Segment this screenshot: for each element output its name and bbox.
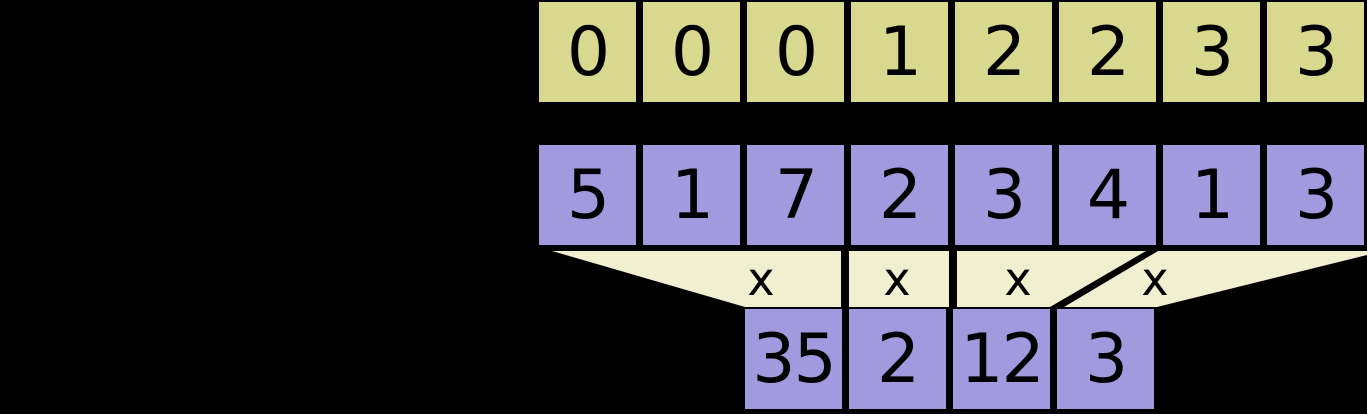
value-cell: 7 bbox=[747, 145, 844, 245]
value-cell: 5 bbox=[539, 145, 636, 245]
value-cell: 3 bbox=[1267, 145, 1364, 245]
keys-row: 0 0 0 1 2 2 3 3 bbox=[539, 2, 1364, 102]
output-cell: 12 bbox=[953, 309, 1050, 409]
value-cell: 1 bbox=[643, 145, 740, 245]
output-row: 35 2 12 3 bbox=[745, 309, 1154, 409]
funnel-segment-4 bbox=[1064, 251, 1367, 307]
key-cell: 3 bbox=[1267, 2, 1364, 102]
key-cell: 3 bbox=[1163, 2, 1260, 102]
output-cell: 3 bbox=[1057, 309, 1154, 409]
multiply-operator: x bbox=[1004, 252, 1032, 306]
funnel-segment-3 bbox=[957, 251, 1146, 307]
multiply-operator: x bbox=[1141, 252, 1169, 306]
value-cell: 1 bbox=[1163, 145, 1260, 245]
value-cell: 4 bbox=[1059, 145, 1156, 245]
multiply-operator: x bbox=[747, 252, 775, 306]
funnel-segment-1 bbox=[552, 251, 841, 307]
value-cell: 2 bbox=[851, 145, 948, 245]
multiply-operator: x bbox=[883, 252, 911, 306]
values-row: 5 1 7 2 3 4 1 3 bbox=[539, 145, 1364, 245]
key-cell: 0 bbox=[539, 2, 636, 102]
key-cell: 1 bbox=[851, 2, 948, 102]
output-cell: 2 bbox=[849, 309, 946, 409]
output-cell: 35 bbox=[745, 309, 842, 409]
key-cell: 0 bbox=[643, 2, 740, 102]
value-cell: 3 bbox=[955, 145, 1052, 245]
key-cell: 0 bbox=[747, 2, 844, 102]
key-cell: 2 bbox=[955, 2, 1052, 102]
key-cell: 2 bbox=[1059, 2, 1156, 102]
funnel-segment-2 bbox=[849, 251, 949, 307]
